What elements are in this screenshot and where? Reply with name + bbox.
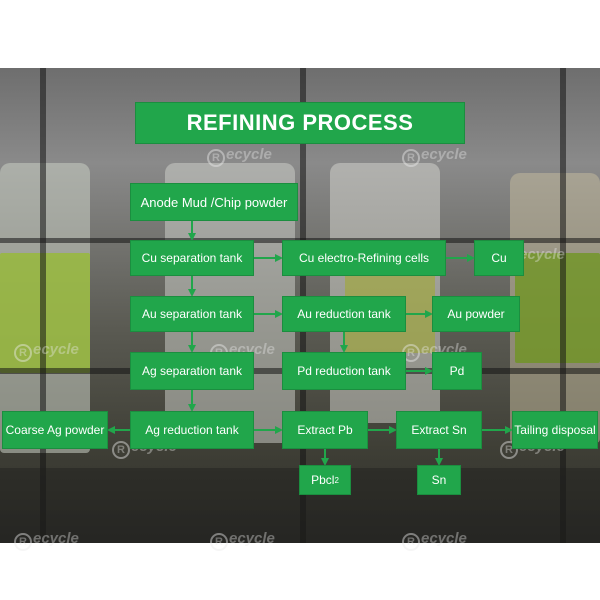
watermark-logo-icon: R <box>500 441 518 459</box>
node-cu: Cu <box>474 240 524 276</box>
watermark-logo-icon: R <box>14 533 32 551</box>
pbcl2-subscript: 2 <box>334 475 339 485</box>
frame-post-left <box>40 68 46 543</box>
reactor-liquid-right <box>515 253 600 363</box>
node-pd: Pd <box>432 352 482 390</box>
node-cu-electro-refining-cells: Cu electro-Refining cells <box>282 240 446 276</box>
node-sn: Sn <box>417 465 461 495</box>
node-ag-reduction-tank: Ag reduction tank <box>130 411 254 449</box>
diagram-title: REFINING PROCESS <box>135 102 465 144</box>
node-au-separation-tank: Au separation tank <box>130 296 254 332</box>
node-coarse-ag-powder: Coarse Ag powder <box>2 411 108 449</box>
node-tailing-disposal: Tailing disposal <box>512 411 598 449</box>
watermark-logo-icon: R <box>14 344 32 362</box>
node-ag-separation-tank: Ag separation tank <box>130 352 254 390</box>
node-extract-pb: Extract Pb <box>282 411 368 449</box>
node-pd-reduction-tank: Pd reduction tank <box>282 352 406 390</box>
node-au-powder: Au powder <box>432 296 520 332</box>
pbcl2-label: Pbcl <box>311 472 335 487</box>
watermark-logo-icon: R <box>210 533 228 551</box>
node-extract-sn: Extract Sn <box>396 411 482 449</box>
node-anode-mud: Anode Mud /Chip powder <box>130 183 298 221</box>
frame-post-right <box>560 68 566 543</box>
watermark-logo-icon: R <box>402 149 420 167</box>
watermark-logo-icon: R <box>112 441 130 459</box>
watermark-logo-icon: R <box>402 533 420 551</box>
node-cu-separation-tank: Cu separation tank <box>130 240 254 276</box>
node-au-reduction-tank: Au reduction tank <box>282 296 406 332</box>
watermark-logo-icon: R <box>207 149 225 167</box>
